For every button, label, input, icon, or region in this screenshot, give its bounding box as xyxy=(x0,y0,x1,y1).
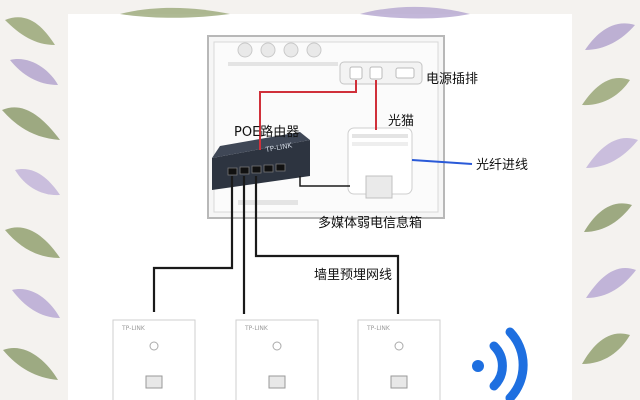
wall-cable-label: 墙里预埋网线 xyxy=(314,268,393,283)
router-modem-cable xyxy=(299,176,350,187)
ethernet-cables xyxy=(152,176,400,314)
wifi-icon xyxy=(472,327,528,400)
fiber-in-label: 光纤进线 xyxy=(476,158,529,173)
right-leaf-decoration xyxy=(582,23,638,364)
panel-brand-label: TP-LINK xyxy=(121,325,146,332)
top-leaf-decoration xyxy=(120,6,470,19)
panel-brand-label: TP-LINK xyxy=(244,325,269,332)
poe-router xyxy=(212,132,310,190)
power-cables xyxy=(259,80,377,150)
power-strip-label: 电源插排 xyxy=(426,72,479,87)
wall-panel-1 xyxy=(112,319,196,400)
fiber-cable xyxy=(411,159,473,165)
panel-brand-label: TP-LINK xyxy=(366,325,391,332)
modem-device xyxy=(347,127,413,199)
media-box-label: 多媒体弱电信息箱 xyxy=(318,216,423,231)
router-power-cable xyxy=(259,80,357,150)
router-label: POE路由器 xyxy=(234,125,300,140)
modem-label: 光猫 xyxy=(388,114,415,129)
left-leaf-decoration xyxy=(2,17,60,380)
wall-panel-2 xyxy=(235,319,319,400)
wall-panel-3 xyxy=(357,319,441,400)
power-strip xyxy=(339,61,423,85)
